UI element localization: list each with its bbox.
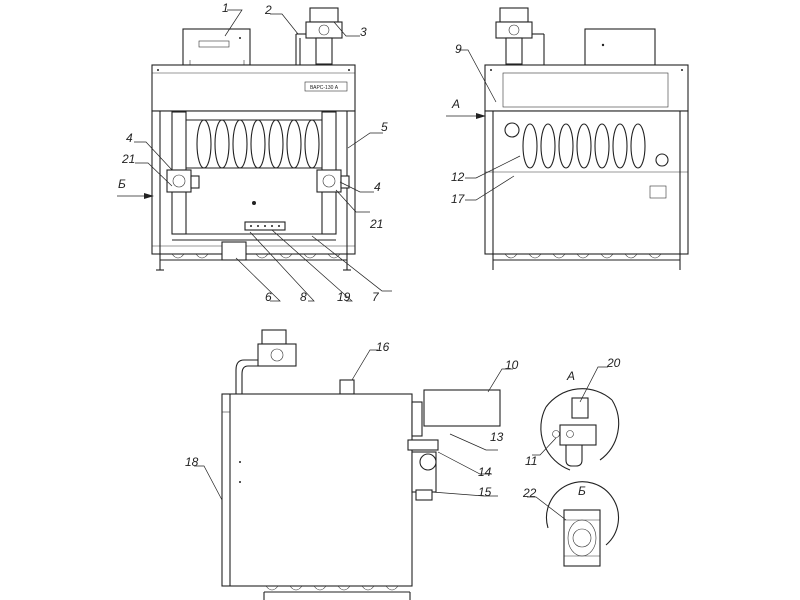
detail-a (540, 388, 620, 471)
detail-label-b: Б (578, 484, 586, 498)
view-arrow-b: Б (117, 177, 154, 199)
detail-b (545, 481, 620, 567)
callout-17: 17 (451, 192, 466, 206)
callout-4-left: 4 (126, 131, 133, 145)
callout-11: 11 (525, 454, 537, 468)
callout-8: 8 (300, 290, 307, 304)
callout-19: 19 (337, 290, 351, 304)
callout-18: 18 (185, 455, 199, 469)
callout-12: 12 (451, 170, 465, 184)
front-view: ВАРС-130 А (151, 7, 356, 271)
callout-21-right: 21 (369, 217, 383, 231)
callout-2: 2 (264, 3, 272, 17)
left-side-view (221, 329, 501, 600)
callout-numbers: 1 2 3 4 5 21 4 21 6 8 19 7 9 12 17 16 10… (121, 1, 621, 500)
callout-13: 13 (490, 430, 504, 444)
view-label-a: А (451, 97, 460, 111)
callout-4-right: 4 (374, 180, 381, 194)
callout-3: 3 (360, 25, 367, 39)
view-label-b: Б (118, 177, 126, 191)
callout-14: 14 (478, 465, 492, 479)
callout-10: 10 (505, 358, 519, 372)
view-arrow-a: А (446, 97, 486, 119)
callout-15: 15 (478, 485, 492, 499)
callout-6: 6 (265, 290, 272, 304)
callout-20: 20 (606, 356, 621, 370)
callout-22: 22 (522, 486, 537, 500)
callout-9: 9 (455, 42, 462, 56)
callout-7: 7 (372, 290, 380, 304)
callout-16: 16 (376, 340, 390, 354)
side-view (484, 7, 689, 270)
detail-label-a: А (566, 369, 575, 383)
callout-21-left: 21 (121, 152, 135, 166)
callout-5: 5 (381, 120, 388, 134)
callout-1: 1 (222, 1, 229, 15)
model-plate: ВАРС-130 А (310, 85, 339, 91)
callout-leaders (134, 9, 608, 521)
